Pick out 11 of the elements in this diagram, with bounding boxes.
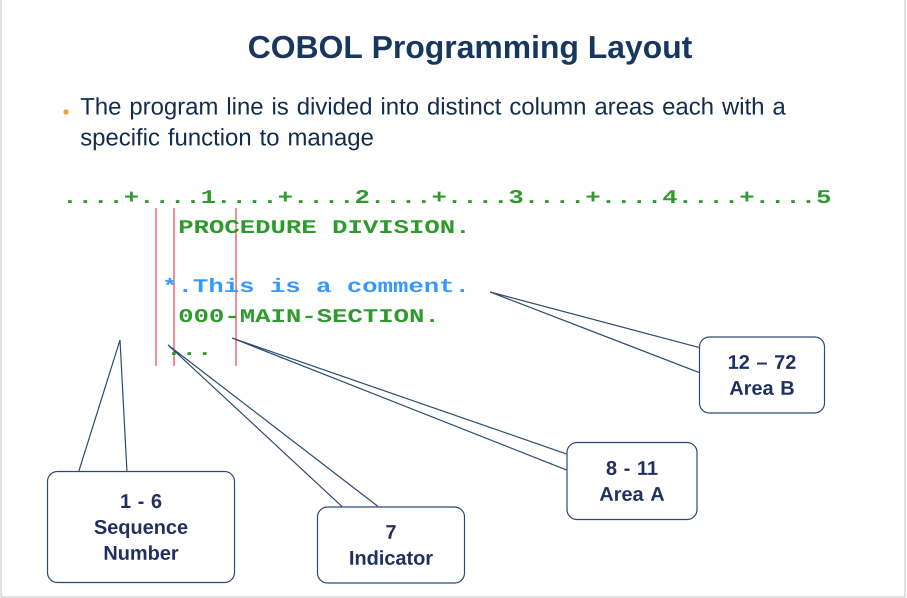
callout-box: 8 - 11 Area A (566, 442, 698, 520)
bullet-text: The program line is divided into distinct column areas each with a specific function to manage (80, 97, 786, 150)
callout-pointer (167, 344, 378, 507)
callout-pointer (78, 339, 128, 472)
ruler: ....+....1....+....2....+....3....+....4....+....5 (68, 190, 830, 204)
callout-pointer (231, 337, 567, 470)
callout-pointer (489, 291, 700, 373)
callout-box: 1 - 6 Sequence Number (46, 470, 236, 584)
callout-box: 7 Indicator (316, 506, 466, 584)
callout-box: 12 – 72 Area B (698, 336, 826, 414)
title: COBOL Programming Layout (249, 34, 692, 65)
